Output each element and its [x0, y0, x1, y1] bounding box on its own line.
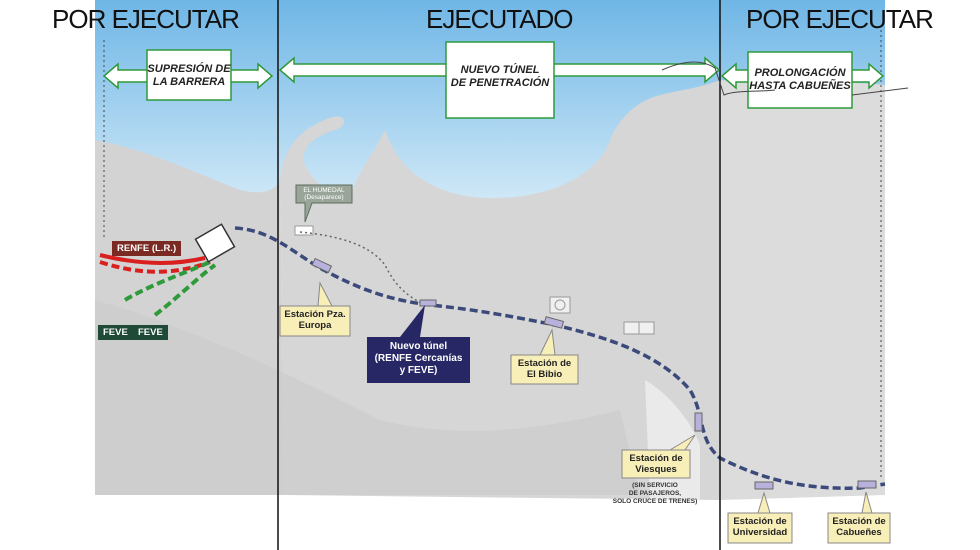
tunnel-label-line1: NUEVO TÚNEL	[460, 64, 540, 76]
new-tunnel-line1: Nuevo túnel	[389, 341, 448, 352]
feve-line-2	[153, 263, 217, 317]
station-marker-cabuenes	[857, 480, 877, 489]
coast-line-east	[851, 87, 909, 96]
station-viesques-note: (SIN SERVICIO DE PASAJEROS, SOLO CRUCE D…	[600, 482, 710, 506]
tunnel-label: NUEVO TÚNEL DE PENETRACIÓN	[446, 64, 554, 90]
station-bibio-line1: Estación de	[517, 358, 572, 369]
cabuenes-callout	[827, 491, 891, 544]
station-bibio-label: Estación de El Bibio	[511, 358, 578, 380]
bull-ring-icon	[549, 296, 571, 314]
new-tunnel-line2: (RENFE Cercanías	[374, 353, 463, 364]
viesques-note-line2: DE PASAJEROS,	[628, 490, 682, 497]
feve-tag-2: FEVE	[133, 325, 168, 340]
station-universidad-line2: Universidad	[732, 527, 788, 538]
viesques-callout	[621, 434, 696, 479]
humedal-label-line2: (Desaparece)	[304, 194, 344, 201]
humedal-label-line1: EL HUMEDAL	[303, 187, 345, 194]
station-universidad-label: Estación de Universidad	[728, 516, 792, 538]
bibio-callout	[510, 328, 579, 385]
renfe-tag: RENFE (L.R.)	[112, 241, 182, 256]
station-cabuenes-line2: Cabueñes	[836, 527, 882, 538]
station-cabuenes-line1: Estación de	[832, 516, 886, 527]
extension-label-line2: HASTA CABUEÑES	[749, 80, 851, 92]
humedal-marker	[294, 225, 314, 236]
barrier-label-line1: SUPRESIÓN DE	[147, 63, 231, 75]
tunnel-box	[445, 41, 555, 119]
station-viesques-line1: Estación de	[629, 453, 683, 464]
extension-box	[747, 51, 853, 109]
new-tunnel-label: Nuevo túnel (RENFE Cercanías y FEVE)	[367, 341, 470, 377]
station-marker-universidad	[754, 481, 774, 490]
feve-tag-1: FEVE	[98, 325, 133, 340]
old-line	[299, 231, 426, 306]
europa-callout	[279, 281, 351, 337]
land-shadow	[95, 300, 640, 495]
phase-center-header: EJECUTADO	[426, 4, 574, 34]
phase-left-header: POR EJECUTAR	[52, 4, 240, 34]
station-cabuenes-label: Estación de Cabueñes	[828, 516, 890, 538]
viesques-note-line3: SOLO CRUCE DE TRENES)	[612, 498, 698, 505]
station-europa-label: Estación Pza. Europa	[280, 309, 350, 331]
barrier-label: SUPRESIÓN DE LA BARRERA	[147, 63, 231, 89]
station-viesques-label: Estación de Viesques	[622, 453, 690, 475]
barrier-box	[146, 49, 232, 101]
station-europa-line2: Europa	[298, 320, 332, 331]
station-marker-viesques	[694, 412, 703, 432]
new-tunnel-callout	[367, 305, 470, 383]
station-europa-line1: Estación Pza.	[284, 309, 346, 320]
station-bibio-line2: El Bibio	[526, 369, 563, 380]
bull-ring-inner	[554, 299, 566, 311]
station-marker-bibio	[543, 316, 565, 329]
renfe-line-2	[99, 260, 211, 274]
extension-label-line1: PROLONGACIÓN	[754, 67, 846, 79]
land-east	[720, 80, 885, 500]
renfe-line-1	[99, 253, 206, 265]
new-tunnel-line3: y FEVE)	[399, 365, 438, 376]
extension-label: PROLONGACIÓN HASTA CABUEÑES	[748, 67, 852, 93]
barrier-label-line2: LA BARRERA	[152, 76, 226, 88]
tunnel-portal-outline	[661, 61, 776, 96]
gijon-station-building	[194, 223, 236, 263]
station-universidad-line1: Estación de	[733, 516, 787, 527]
humedal-callout	[295, 184, 353, 223]
station-viesques-line2: Viesques	[635, 464, 677, 475]
phase-right-header: POR EJECUTAR	[746, 4, 934, 34]
viesques-note-line1: (SIN SERVICIO	[632, 482, 678, 489]
station-marker-europa	[311, 257, 333, 274]
universidad-callout	[727, 491, 793, 544]
humedal-label: EL HUMEDAL (Desaparece)	[296, 187, 352, 201]
tunnel-label-line2: DE PENETRACIÓN	[450, 77, 550, 89]
land-main	[280, 80, 720, 500]
station-marker-tunnel	[419, 299, 437, 307]
